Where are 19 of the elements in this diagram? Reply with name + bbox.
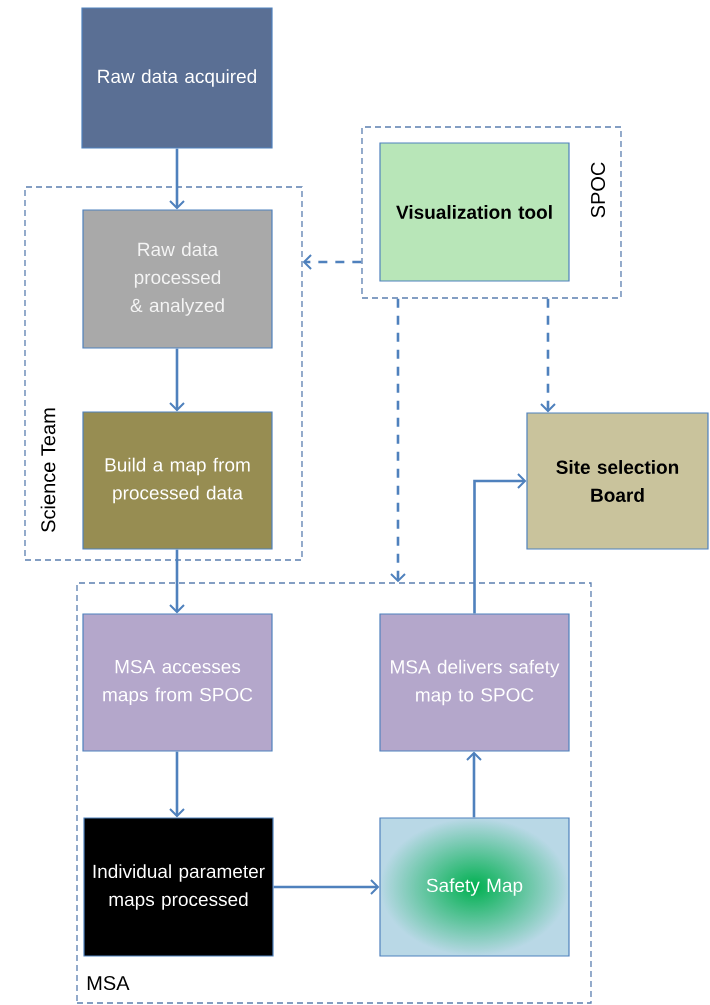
- process-box: Raw data acquired: [81, 7, 273, 149]
- process-box: Visualization tool: [379, 142, 570, 282]
- arrow: [390, 298, 406, 583]
- process-box: Raw data processed & analyzed: [82, 209, 273, 349]
- arrow: [169, 148, 185, 210]
- process-box: MSA delivers safety map to SPOC: [379, 613, 570, 752]
- process-box: Site selection Board: [526, 412, 709, 550]
- process-box: Individual parameter maps processed: [83, 817, 274, 957]
- arrow: [473, 473, 527, 614]
- arrow: [169, 549, 185, 614]
- arrow: [540, 298, 556, 413]
- arrow: [169, 751, 185, 818]
- process-box: Build a map from processed data: [82, 411, 273, 550]
- arrow: [466, 751, 482, 818]
- arrow: [273, 879, 380, 895]
- process-box: MSA accesses maps from SPOC: [82, 613, 273, 752]
- process-box: Safety Map: [379, 817, 570, 957]
- arrow: [169, 348, 185, 412]
- arrow: [302, 254, 362, 270]
